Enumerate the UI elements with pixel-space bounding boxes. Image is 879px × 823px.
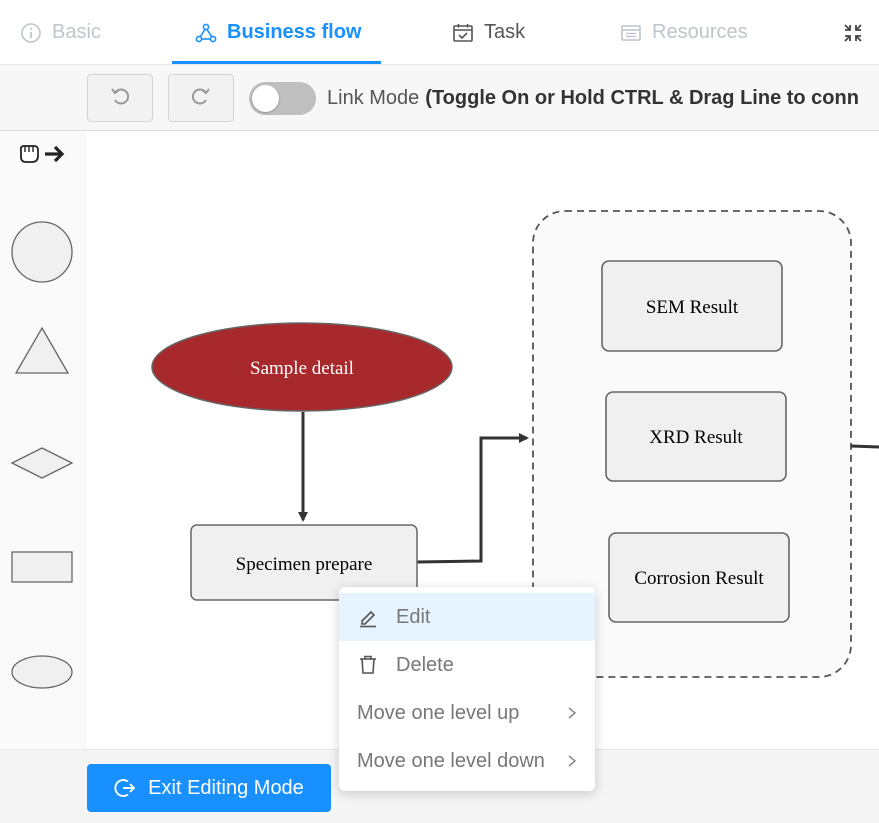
active-tab-indicator	[172, 61, 381, 64]
menu-item-delete-label: Delete	[396, 653, 454, 676]
chevron-right-icon	[565, 751, 579, 777]
node-sem-result[interactable]: SEM Result	[601, 260, 783, 352]
sem-result-shape	[601, 260, 783, 352]
ellipse-shape[interactable]	[11, 655, 73, 689]
info-circle-icon	[20, 22, 42, 44]
xrd-result-label: XRD Result	[649, 427, 743, 448]
tab-fullscreen[interactable]	[842, 0, 874, 65]
node-specimen-prepare[interactable]: Specimen prepare	[190, 524, 418, 601]
tab-resources[interactable]: Resources	[620, 0, 748, 65]
sem-result-label: SEM Result	[646, 297, 739, 318]
menu-item-edit-label: Edit	[396, 605, 431, 628]
exit-editing-mode-button[interactable]: Exit Editing Mode	[87, 764, 331, 812]
redo-icon	[189, 84, 213, 113]
link-mode-hint: (Toggle On or Hold CTRL & Drag Line to c…	[425, 86, 859, 109]
trash-icon	[357, 654, 379, 676]
flow-canvas[interactable]: Sample detail Specimen prepare SEM Resul…	[87, 132, 879, 748]
chevron-right-icon	[565, 703, 579, 729]
rectangle-shape[interactable]	[11, 551, 73, 583]
menu-item-move-down[interactable]: Move one level down	[339, 737, 595, 785]
tab-task-label: Task	[484, 21, 526, 43]
node-xrd-result[interactable]: XRD Result	[605, 391, 787, 482]
xrd-result-shape	[605, 391, 787, 482]
redo-button[interactable]	[168, 74, 234, 122]
tab-business-flow[interactable]: Business flow	[195, 0, 361, 65]
menu-item-delete[interactable]: Delete	[339, 641, 595, 689]
node-sample-detail[interactable]: Sample detail	[151, 322, 453, 412]
specimen-prepare-shape	[190, 524, 418, 601]
flow-nodes-icon	[195, 22, 217, 44]
tab-resources-label: Resources	[652, 21, 748, 43]
triangle-shape[interactable]	[14, 326, 70, 374]
tab-basic-label: Basic	[52, 21, 101, 43]
menu-item-edit[interactable]: Edit	[339, 593, 595, 641]
node-corrosion-result[interactable]: Corrosion Result	[608, 532, 790, 623]
tab-task[interactable]: Task	[452, 0, 525, 65]
tab-basic[interactable]: Basic	[20, 0, 101, 65]
menu-item-move-up[interactable]: Move one level up	[339, 689, 595, 737]
exit-editing-mode-label: Exit Editing Mode	[148, 776, 304, 799]
link-mode-label: Link Mode	[327, 86, 420, 109]
specimen-prepare-label: Specimen prepare	[236, 554, 373, 575]
sample-detail-shape	[151, 322, 453, 412]
node-context-menu: Edit Delete Move one level up Move one l…	[339, 587, 595, 791]
edge-specimen-to-group[interactable]	[416, 433, 529, 564]
tab-bar: Basic Business flow Task Resources	[0, 0, 879, 65]
undo-button[interactable]	[87, 74, 153, 122]
corrosion-result-label: Corrosion Result	[634, 568, 764, 589]
grab-hand-icon[interactable]	[19, 145, 39, 163]
edge-group-outgoing[interactable]	[850, 444, 879, 449]
shape-palette	[0, 132, 87, 748]
flow-toolbar: Link Mode (Toggle On or Hold CTRL & Drag…	[0, 65, 879, 131]
link-mode-text: Link Mode (Toggle On or Hold CTRL & Drag…	[327, 65, 859, 131]
pencil-icon	[357, 606, 379, 628]
palette-svg	[10, 145, 74, 689]
diamond-shape[interactable]	[10, 447, 74, 479]
circle-shape[interactable]	[11, 221, 73, 283]
arrow-right-icon[interactable]	[45, 145, 65, 163]
undo-icon	[108, 84, 132, 113]
sample-detail-label: Sample detail	[250, 358, 354, 379]
corrosion-result-shape	[608, 532, 790, 623]
collapse-icon	[842, 22, 864, 44]
link-mode-toggle[interactable]	[249, 82, 316, 115]
resources-icon	[620, 22, 642, 44]
menu-item-move-down-label: Move one level down	[357, 749, 545, 772]
calendar-check-icon	[452, 22, 474, 44]
exit-icon	[114, 777, 136, 799]
flow-svg: Sample detail Specimen prepare SEM Resul…	[151, 210, 879, 678]
toggle-knob	[252, 85, 279, 112]
menu-item-move-up-label: Move one level up	[357, 701, 520, 724]
tab-business-flow-label: Business flow	[227, 21, 362, 43]
